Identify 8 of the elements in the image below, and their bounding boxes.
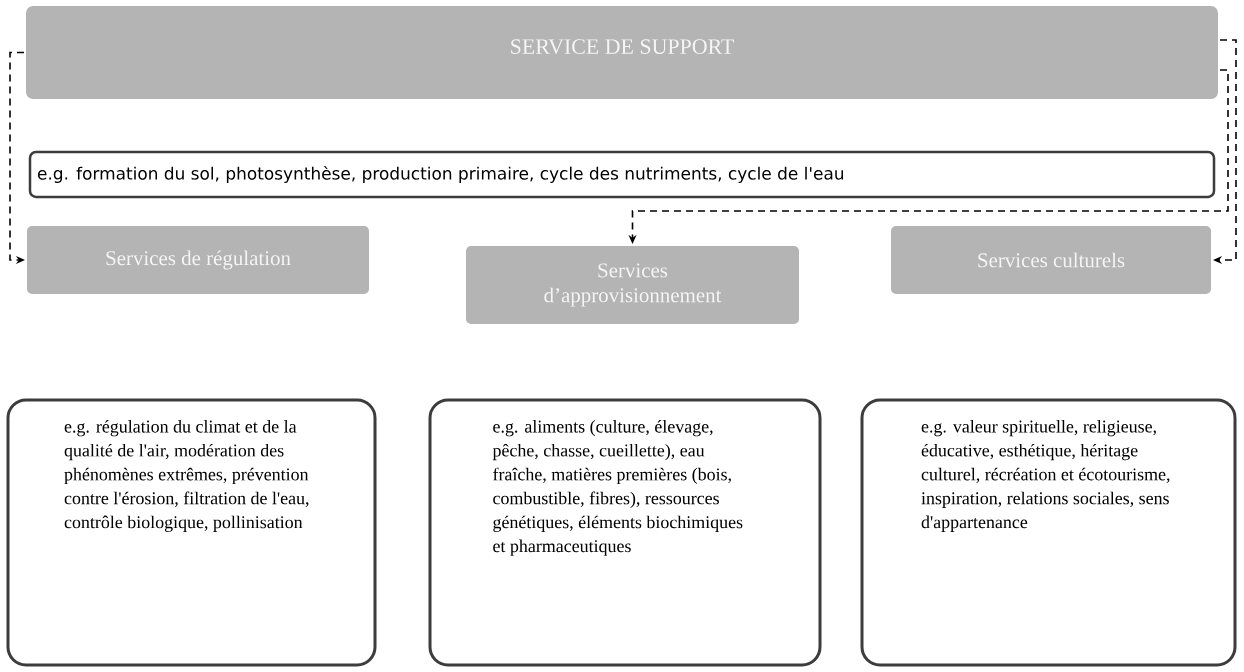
category-box: Services culturels bbox=[889, 224, 1213, 296]
description-box: e.g. valeur spirituelle, religieuse, éducative, esthétique, héritage culturel, récréation et écotourisme, inspiration, relations sociales, sens d'appartenance bbox=[860, 398, 1237, 667]
header-band: SERVICE DE SUPPORT bbox=[24, 4, 1220, 101]
category-box: Services d’approvisionnement bbox=[464, 244, 801, 326]
example-box: e.g. formation du sol, photosynthèse, production primaire, cycle des nutriments, cycle de l'eau bbox=[28, 150, 1216, 199]
category-box: Services de régulation bbox=[25, 224, 371, 296]
description-box: e.g. régulation du climat et de la qualité de l'air, modération des phénomènes extrêmes, prévention contre l'érosion, filtration de l'eau, contrôle biologique, pollinisation bbox=[6, 398, 377, 667]
description-box: e.g. aliments (culture, élevage, pêche, chasse, cueillette), eau fraîche, matières premières (bois, combustible, fibres), ressources génétiques, éléments biochimiques et pharmaceutiques bbox=[428, 398, 822, 667]
